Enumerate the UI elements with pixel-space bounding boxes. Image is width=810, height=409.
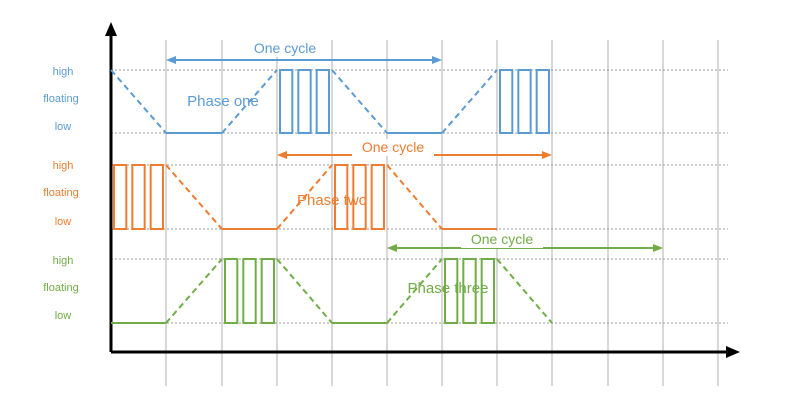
cycle-arrow-head-left xyxy=(277,151,287,159)
rise-ramp-segment xyxy=(221,69,278,134)
cycle-arrow-head-right xyxy=(653,244,663,252)
phase-three-cycle-label: One cycle xyxy=(471,231,533,247)
rise-ramp-segment xyxy=(165,258,223,324)
phase-three-low-label: low xyxy=(55,310,72,322)
time-marker-lines xyxy=(165,40,719,386)
phase-one-waveform xyxy=(110,69,550,134)
x-axis-arrow xyxy=(726,346,740,358)
pwm-pulse-segment xyxy=(279,69,330,134)
cycle-arrow-head-right xyxy=(432,56,442,64)
fall-ramp-segment xyxy=(331,69,388,134)
fall-ramp-segment xyxy=(386,164,443,230)
phase-one-cycle-label: One cycle xyxy=(254,40,316,56)
phase-three-waveform xyxy=(111,258,553,324)
phase-one-title: Phase one xyxy=(187,93,259,110)
phase-three-floating-label: floating xyxy=(43,282,78,294)
phase-two-cycle-label: One cycle xyxy=(362,139,424,155)
pwm-pulse-segment xyxy=(334,164,385,230)
y-axis-arrow xyxy=(105,22,117,36)
phase-three-cycle-label-bg xyxy=(461,231,543,248)
phase-two-floating-label: floating xyxy=(43,187,78,199)
phase-two-waveform xyxy=(113,164,497,230)
rise-ramp-segment xyxy=(441,69,498,134)
phase-one-high-label: high xyxy=(53,66,74,78)
phase-two-title: Phase two xyxy=(297,192,367,209)
phase-three-title: Phase three xyxy=(408,280,489,297)
phase-two-high-label: high xyxy=(53,160,74,172)
phase-two-cycle-label-bg xyxy=(352,139,434,156)
fall-ramp-segment xyxy=(276,258,333,324)
cycle-arrow-head-left xyxy=(387,244,397,252)
pwm-pulse-segment xyxy=(444,258,495,324)
phase-two-low-label: low xyxy=(55,216,72,228)
phase-one-cycle-label-bg xyxy=(244,40,326,57)
axes xyxy=(105,22,740,358)
pwm-pulse-segment xyxy=(499,69,550,134)
rise-ramp-segment xyxy=(276,164,333,230)
rise-ramp-segment xyxy=(386,258,443,324)
pwm-pulse-segment xyxy=(224,258,275,324)
phase-one-low-label: low xyxy=(55,121,72,133)
cycle-arrow-head-right xyxy=(542,151,552,159)
fall-ramp-segment xyxy=(496,258,553,324)
pwm-pulse-segment xyxy=(113,164,164,230)
fall-ramp-segment xyxy=(165,164,223,230)
phase-three-high-label: high xyxy=(53,255,74,267)
phase-one-floating-label: floating xyxy=(43,93,78,105)
fall-ramp-segment xyxy=(110,69,167,134)
cycle-arrow-head-left xyxy=(166,56,176,64)
